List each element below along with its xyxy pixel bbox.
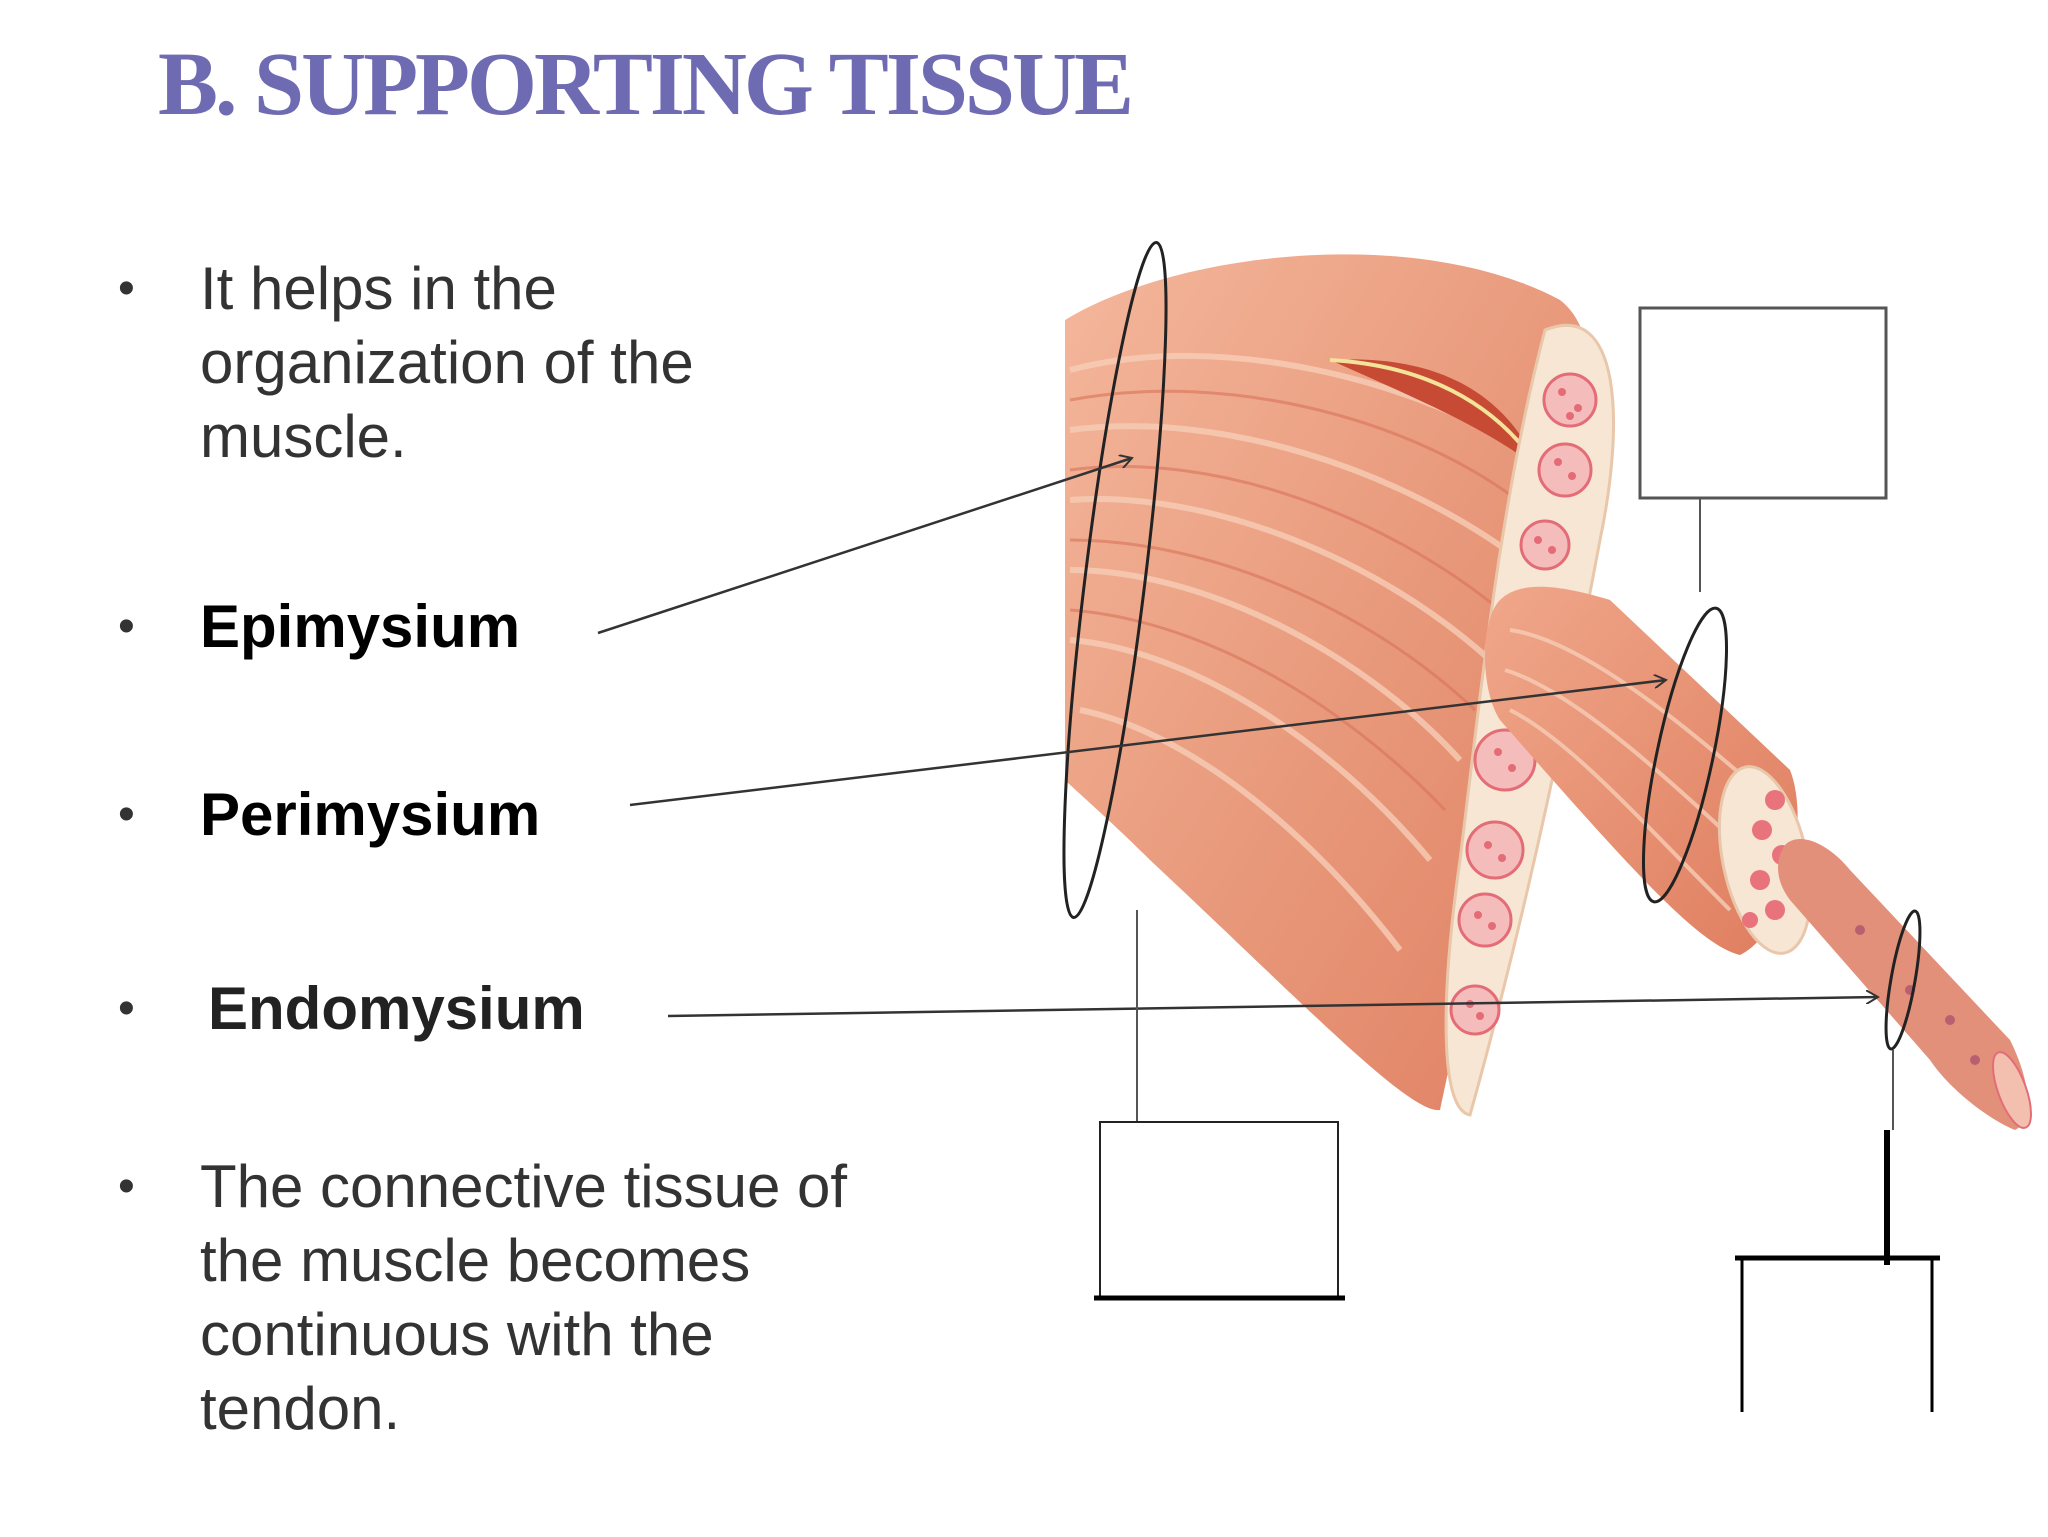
bullet-line: organization of the <box>200 329 694 396</box>
blank-label-box-right <box>1735 1130 1940 1412</box>
bullet-line: continuous with the <box>200 1301 714 1368</box>
muscle-shading <box>1069 389 1531 812</box>
slide-title: B. SUPPORTING TISSUE <box>158 35 1134 134</box>
bullet-line: It helps in the <box>200 255 557 322</box>
arrows <box>597 458 1878 1018</box>
muscle-fiber <box>1778 839 2032 1130</box>
bullet-dot: • <box>118 982 135 1035</box>
bullet-line: muscle. <box>200 403 407 470</box>
bullet-dot: • <box>118 262 135 315</box>
blank-label-box-top <box>1638 306 1888 500</box>
bullet-dot: • <box>118 1160 135 1213</box>
bullet-dot: • <box>118 788 135 841</box>
leader-lines <box>1136 498 1894 1130</box>
bullet-line: The connective tissue of <box>200 1153 848 1220</box>
label-perimysium: Perimysium <box>200 781 541 848</box>
label-rings <box>1062 241 1922 1051</box>
label-epimysium: Epimysium <box>200 593 521 660</box>
arrow-epimysium <box>597 458 1132 635</box>
bullet-line: tendon. <box>200 1375 401 1442</box>
arrow-endomysium <box>667 997 1878 1018</box>
muscle-stripes <box>1069 353 1542 952</box>
label-endomysium: Endomysium <box>208 975 585 1042</box>
blank-label-box-bottom <box>1094 1121 1345 1301</box>
bullet-dot: • <box>118 600 135 653</box>
bullet-line: the muscle becomes <box>200 1227 751 1294</box>
arrow-perimysium <box>629 680 1666 807</box>
